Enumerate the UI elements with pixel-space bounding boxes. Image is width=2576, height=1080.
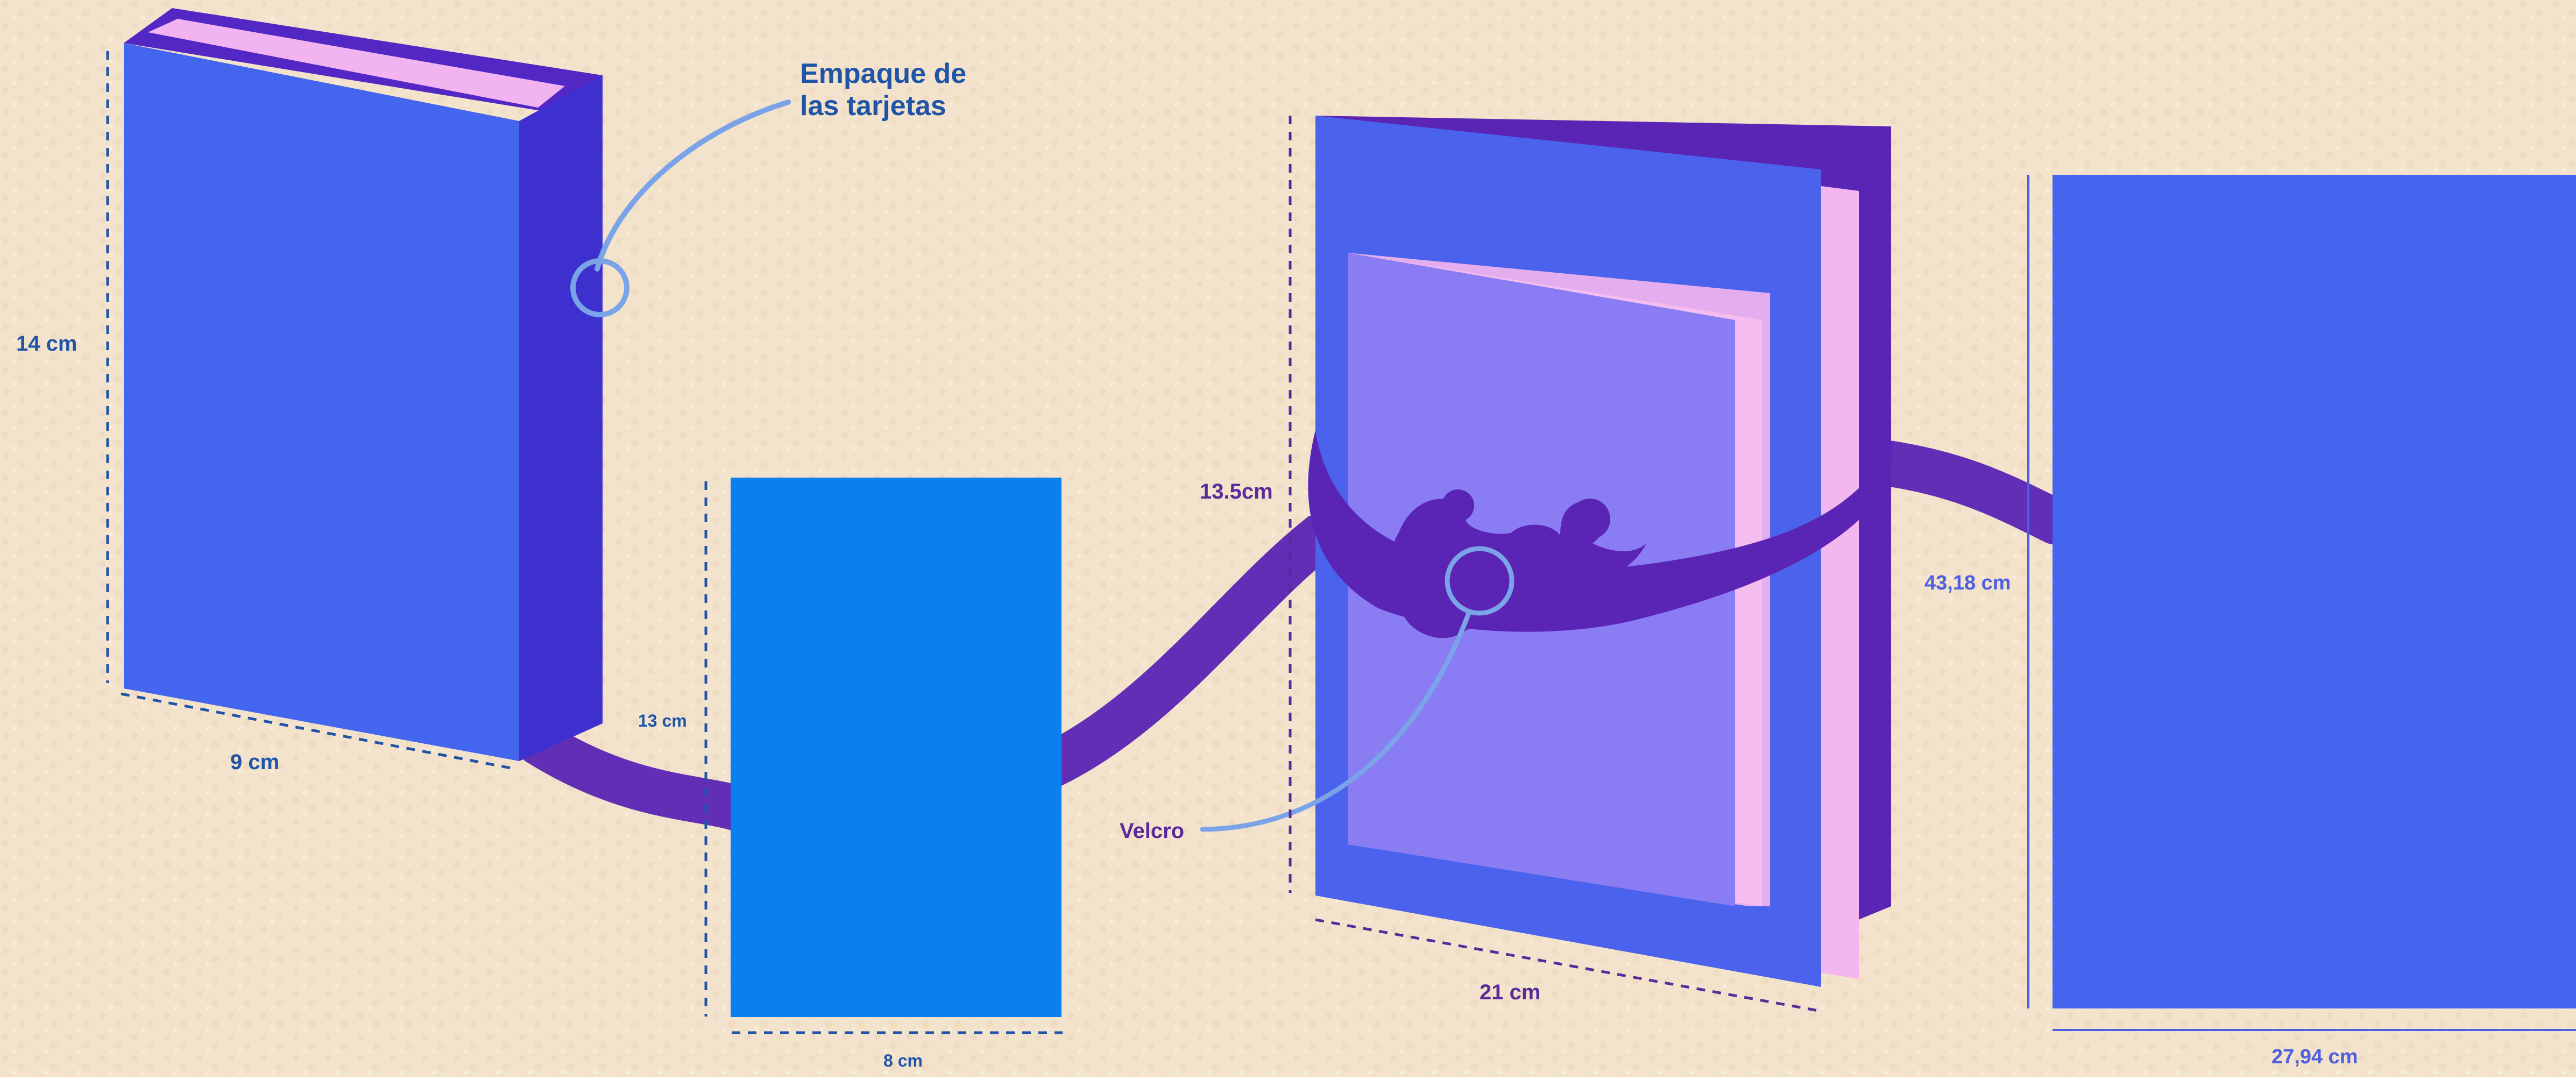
sheet-width-label: 27,94 cm [2271, 1046, 2358, 1068]
velcro-callout-ring [1445, 546, 1515, 616]
card-box [124, 8, 603, 761]
box-height-label: 14 cm [16, 332, 77, 356]
sheet-height-label: 43,18 cm [1924, 572, 2011, 594]
card-package-label-line1: Empaque de [800, 58, 967, 89]
book-height-label: 13.5cm [1200, 480, 1273, 503]
book-width-label: 21 cm [1480, 980, 1541, 1004]
card-box-pink-card [148, 19, 565, 108]
single-card [731, 478, 1061, 1017]
card-package-label-line2: las tarjetas [800, 90, 946, 122]
box-width-dim-line [121, 692, 517, 771]
card-package-callout-line [595, 100, 791, 272]
velcro-clasp-dot [1442, 489, 1474, 522]
card-width-label: 8 cm [883, 1051, 923, 1070]
card-box-front [124, 43, 519, 761]
book-width-dim-line [1315, 918, 1822, 1013]
large-sheet [2053, 175, 2576, 1008]
card-package-label: Empaque de las tarjetas [800, 58, 966, 123]
velcro-clasp-dot-2 [1569, 499, 1610, 539]
velcro-label: Velcro [1120, 819, 1185, 843]
box-width-label: 9 cm [230, 750, 280, 774]
card-package-callout-ring [570, 258, 629, 317]
card-height-label: 13 cm [638, 711, 687, 730]
velcro-callout-line [1200, 610, 1471, 832]
card-box-side [519, 75, 603, 761]
connector-band [515, 439, 2078, 830]
